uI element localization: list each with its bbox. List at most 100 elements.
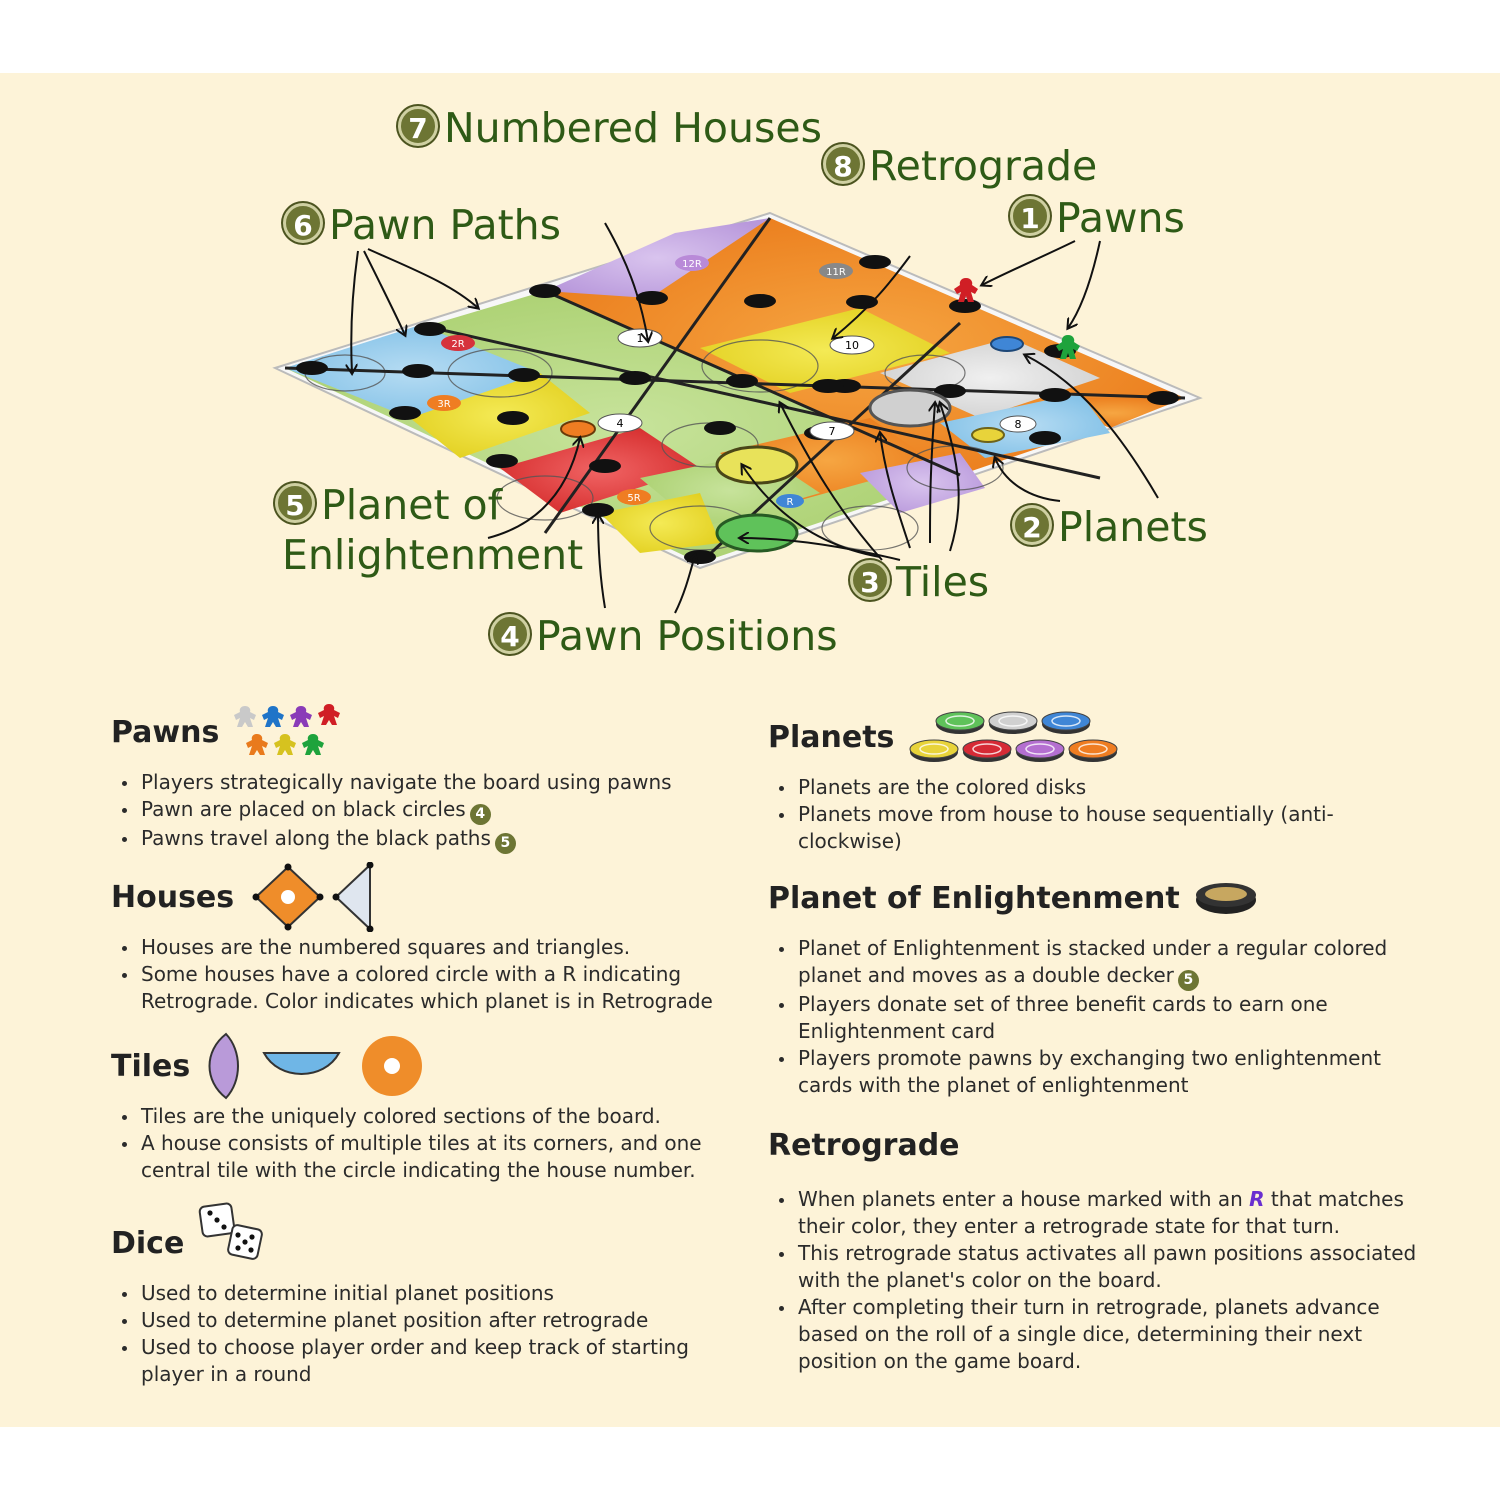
svg-text:12R: 12R [682,259,702,270]
bullet-list: Houses are the numbered squares and tria… [111,934,751,1015]
reference-badge: 5 [1177,970,1199,991]
list-item: Used to determine initial planet positio… [139,1280,751,1307]
pawn-meeple-icon [302,734,325,755]
retrograde-r-mark: R [1249,1187,1265,1211]
list-item: Players promote pawns by exchanging two … [796,1045,1408,1099]
section-houses: Houses Houses are the numbered squares a… [111,862,751,1015]
svg-text:R: R [787,497,794,508]
board-pawns [954,278,1080,359]
pawn-meeple-icon [318,704,341,725]
house-shapes-icon [252,862,374,932]
bullet-list: Used to determine initial planet positio… [111,1280,751,1388]
board-planets [560,336,1024,553]
bullet-list: Planet of Enlightenment is stacked under… [768,935,1408,1099]
callout-badge: 6 [283,203,323,243]
section-title: Tiles [111,1032,751,1100]
callout-arrows [351,222,1159,614]
callout-badge: 3 [850,560,890,600]
section-dice: Dice Used to determine initial planet po… [111,1202,751,1388]
planet-disk-ring [1051,715,1082,727]
game-board-illustration: 1 10 4 7 8 12R 11R 2R 3R 5R R [272,211,1203,614]
svg-text:11R: 11R [826,267,846,278]
reference-badge: 4 [469,804,491,825]
callout-label: Pawn Positions [536,612,838,660]
list-item: Some houses have a colored circle with a… [139,961,751,1015]
planet-disk-top [962,739,1012,759]
pawn-meeple-icon [274,734,297,755]
bullet-list: Players strategically navigate the board… [111,769,751,854]
house-number: 7 [829,425,836,438]
pawns-icon [234,704,341,755]
tile-shapes-icon [208,1032,423,1100]
bullet-list: When planets enter a house marked with a… [768,1186,1418,1375]
callout-label: Tiles [896,558,990,606]
planet-disk-top [1015,739,1065,759]
list-item: Players donate set of three benefit card… [796,991,1408,1045]
infographic-panel: 1 10 4 7 8 12R 11R 2R 3R 5R R [0,73,1500,1427]
reference-badge: 5 [494,833,516,854]
callout-label: Planets [1058,503,1208,551]
section-planet-of-enlightenment: Planet of Enlightenment Planet of Enligh… [768,871,1408,1099]
planet-disk-ring [998,715,1029,727]
callout-label-line2: Enlightenment [282,531,584,580]
callout-badge: 1 [1010,196,1050,236]
callout-label: Pawns [1056,194,1185,242]
pawn-meeple-icon [290,706,313,727]
house-number: 8 [1015,418,1022,431]
pawn-meeple-icon [246,734,269,755]
house-number: 4 [617,417,624,430]
svg-text:5R: 5R [627,493,640,504]
section-title: Planets [768,710,1408,764]
planet-disk-top [935,711,985,731]
list-item: Planets are the colored disks [796,774,1408,801]
pawn-meeple-icon [262,706,285,727]
planet-disk-top [988,711,1038,731]
list-item: After completing their turn in retrograd… [796,1294,1418,1375]
list-item: This retrograde status activates all paw… [796,1240,1418,1294]
house-number: 10 [845,339,859,352]
callout-badge: 4 [490,614,530,654]
bullet-list: Planets are the colored disks Planets mo… [768,774,1408,855]
pawn-meeple-icon [234,706,257,727]
callout-label: Pawn Paths [329,201,561,249]
section-tiles: Tiles Tiles are the uniquely colored sec… [111,1032,751,1184]
planet-disk-ring [945,715,976,727]
planet-disk-ring [1078,743,1109,755]
section-planets: Planets Planets are the colored disks Pl… [768,710,1408,855]
retrograde-marks: 12R 11R 2R 3R 5R R [427,255,853,508]
planet-disk-ring [972,743,1003,755]
pawn-positions [296,255,1179,564]
enlightenment-planet-icon [1195,883,1256,914]
house-number: 1 [637,332,644,345]
planet-disk-top [1041,711,1091,731]
planet-disk-ring [919,743,950,755]
planet-disk-ring [1025,743,1056,755]
svg-text:2R: 2R [451,339,464,350]
planet-disk-top [1068,739,1118,759]
section-title: Retrograde [768,1127,960,1163]
section-title: Houses [111,862,751,932]
list-item: When planets enter a house marked with a… [796,1186,1418,1240]
list-item: Tiles are the uniquely colored sections … [139,1103,751,1130]
section-retrograde: Retrograde When planets enter a house ma… [768,1118,1418,1375]
callout-badge: 7 [398,106,438,146]
callout-badge: 2 [1012,505,1052,545]
list-item: Planet of Enlightenment is stacked under… [796,935,1408,991]
callout-label: Numbered Houses [444,104,822,152]
bullet-list: Tiles are the uniquely colored sections … [111,1103,751,1184]
section-title: Dice [111,1202,751,1270]
list-item: Used to choose player order and keep tra… [139,1334,751,1388]
section-title: Planet of Enlightenment [768,871,1408,925]
list-item: Used to determine planet position after … [139,1307,751,1334]
callout-badge: 8 [823,144,863,184]
